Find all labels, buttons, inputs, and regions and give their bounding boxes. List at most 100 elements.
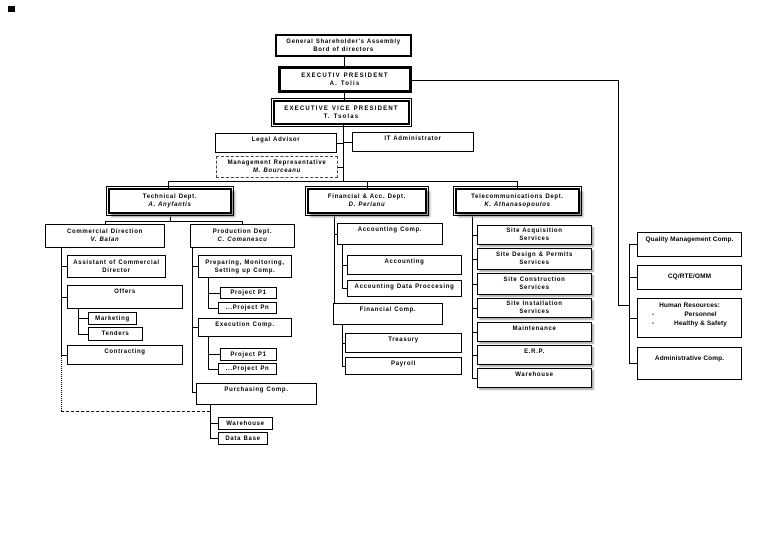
node-person: M. Bourceanu [252, 168, 302, 174]
node-cq-rte-omm: CQ/RTE/OMM [637, 265, 742, 290]
node-telecom-dept: Telecommunications Dept. K. Athanasopoul… [453, 186, 582, 216]
node-project-pn-a: ...Project Pn [218, 302, 277, 314]
connector [337, 143, 343, 144]
node-accounting-comp: Accounting Comp. [337, 223, 443, 245]
node-title: Accounting [384, 259, 425, 265]
node-title: Maintenance [512, 326, 557, 332]
connector [208, 293, 220, 294]
connector [629, 277, 637, 278]
node-title: Offers [114, 289, 136, 295]
node-title: Technical Dept. [142, 194, 198, 200]
node-title: Human Resources: [659, 302, 720, 309]
node-administrative-comp: Administrative Comp. [637, 347, 742, 380]
node-human-resources: Human Resources: - Personnel - Healthy &… [637, 298, 742, 338]
connector [208, 369, 218, 370]
node-title: Financial Comp. [359, 307, 417, 313]
connector [78, 318, 88, 319]
node-title: EXECUTIVE VICE PRESIDENT [284, 105, 399, 112]
node-title: Commercial Direction [66, 229, 144, 235]
node-accounting-data-processing: Accounting Data Proccesing [347, 280, 462, 297]
node-execution-comp: Execution Comp. [198, 318, 292, 337]
node-financial-comp: Financial Comp. [333, 303, 443, 325]
node-title: Project P1 [230, 290, 267, 296]
node-treasury: Treasury [345, 333, 462, 353]
node-project-p1-b: Project P1 [220, 348, 277, 361]
connector [342, 265, 347, 266]
node-it-administrator: IT Administrator [352, 132, 474, 152]
connector [618, 80, 619, 305]
node-warehouse-telecom: Warehouse [477, 368, 592, 388]
node-title: Management Representative [227, 160, 327, 166]
node-title: Site Installation [506, 301, 563, 307]
connector [210, 423, 218, 424]
node-title: Contracting [104, 349, 146, 355]
node-warehouse-production: Warehouse [218, 417, 273, 430]
scan-artifact [8, 6, 15, 12]
node-title: Treasury [388, 337, 419, 343]
connector [208, 354, 220, 355]
connector [78, 309, 79, 334]
connector [78, 334, 88, 335]
node-contracting: Contracting [67, 345, 183, 365]
connector [242, 221, 243, 224]
node-accounting: Accounting [347, 255, 462, 275]
connector [168, 181, 169, 188]
node-title: Assistant of Commercial [73, 259, 160, 266]
connector [208, 308, 218, 309]
node-site-design-permits: Site Design & Permits Services [477, 248, 592, 270]
node-data-base: Data Base [218, 432, 268, 445]
node-title: Marketing [95, 315, 130, 322]
node-title: Data Base [225, 435, 261, 442]
connector [61, 248, 62, 355]
connector-dashed [61, 411, 210, 412]
connector [629, 318, 637, 319]
connector [367, 181, 368, 188]
node-title: Production Dept. [212, 229, 273, 235]
connector [170, 214, 171, 221]
connector [342, 325, 343, 366]
node-person: A. Anyfantis [148, 202, 192, 208]
connector [61, 297, 67, 298]
node-title: Accounting Comp. [357, 227, 423, 233]
connector [412, 80, 618, 81]
node-title: Quality Management Comp. [645, 236, 734, 243]
connector [343, 142, 352, 143]
connector [210, 438, 218, 439]
node-person: D. Perianu [348, 202, 386, 208]
node-financial-dept: Financial & Acc. Dept. D. Perianu [305, 186, 429, 216]
node-title: Site Design & Permits [495, 252, 574, 258]
node-payroll: Payroll [345, 357, 462, 375]
bullet-dash: - [652, 311, 655, 318]
connector [344, 93, 345, 100]
node-marketing: Marketing [88, 312, 137, 325]
node-title: E.R.P. [524, 349, 545, 355]
connector [342, 343, 345, 344]
node-title: Financial & Acc. Dept. [327, 194, 407, 200]
node-purchasing-comp: Purchasing Comp. [196, 383, 317, 405]
node-title: ...Project Pn [225, 305, 270, 311]
node-executive-vice-president: EXECUTIVE VICE PRESIDENT T. Tsolas [271, 98, 412, 127]
node-title-2: Services [519, 260, 550, 266]
connector-dotted [61, 355, 62, 411]
connector [210, 405, 211, 438]
node-project-pn-b: ...Project Pn [218, 363, 277, 375]
connector [629, 244, 630, 363]
node-management-representative: Management Representative M. Bourceanu [216, 156, 338, 178]
node-title: EXECUTIV PRESIDENT [301, 72, 389, 79]
node-title: Administrative Comp. [654, 355, 725, 362]
connector [192, 266, 198, 267]
node-assistant-commercial: Assistant of Commercial Director [67, 255, 166, 278]
connector [618, 305, 630, 306]
connector [192, 392, 196, 393]
node-site-installation: Site Installation Services [477, 298, 592, 318]
node-title: Payroll [391, 361, 416, 367]
node-title: Telecommunications Dept. [471, 194, 564, 200]
node-subtitle: Bord of directors [313, 46, 374, 53]
node-title: Site Construction [503, 277, 566, 283]
node-project-p1-a: Project P1 [220, 287, 277, 299]
connector [517, 181, 518, 188]
connector [343, 125, 344, 181]
connector [472, 378, 477, 379]
connector [208, 337, 209, 369]
